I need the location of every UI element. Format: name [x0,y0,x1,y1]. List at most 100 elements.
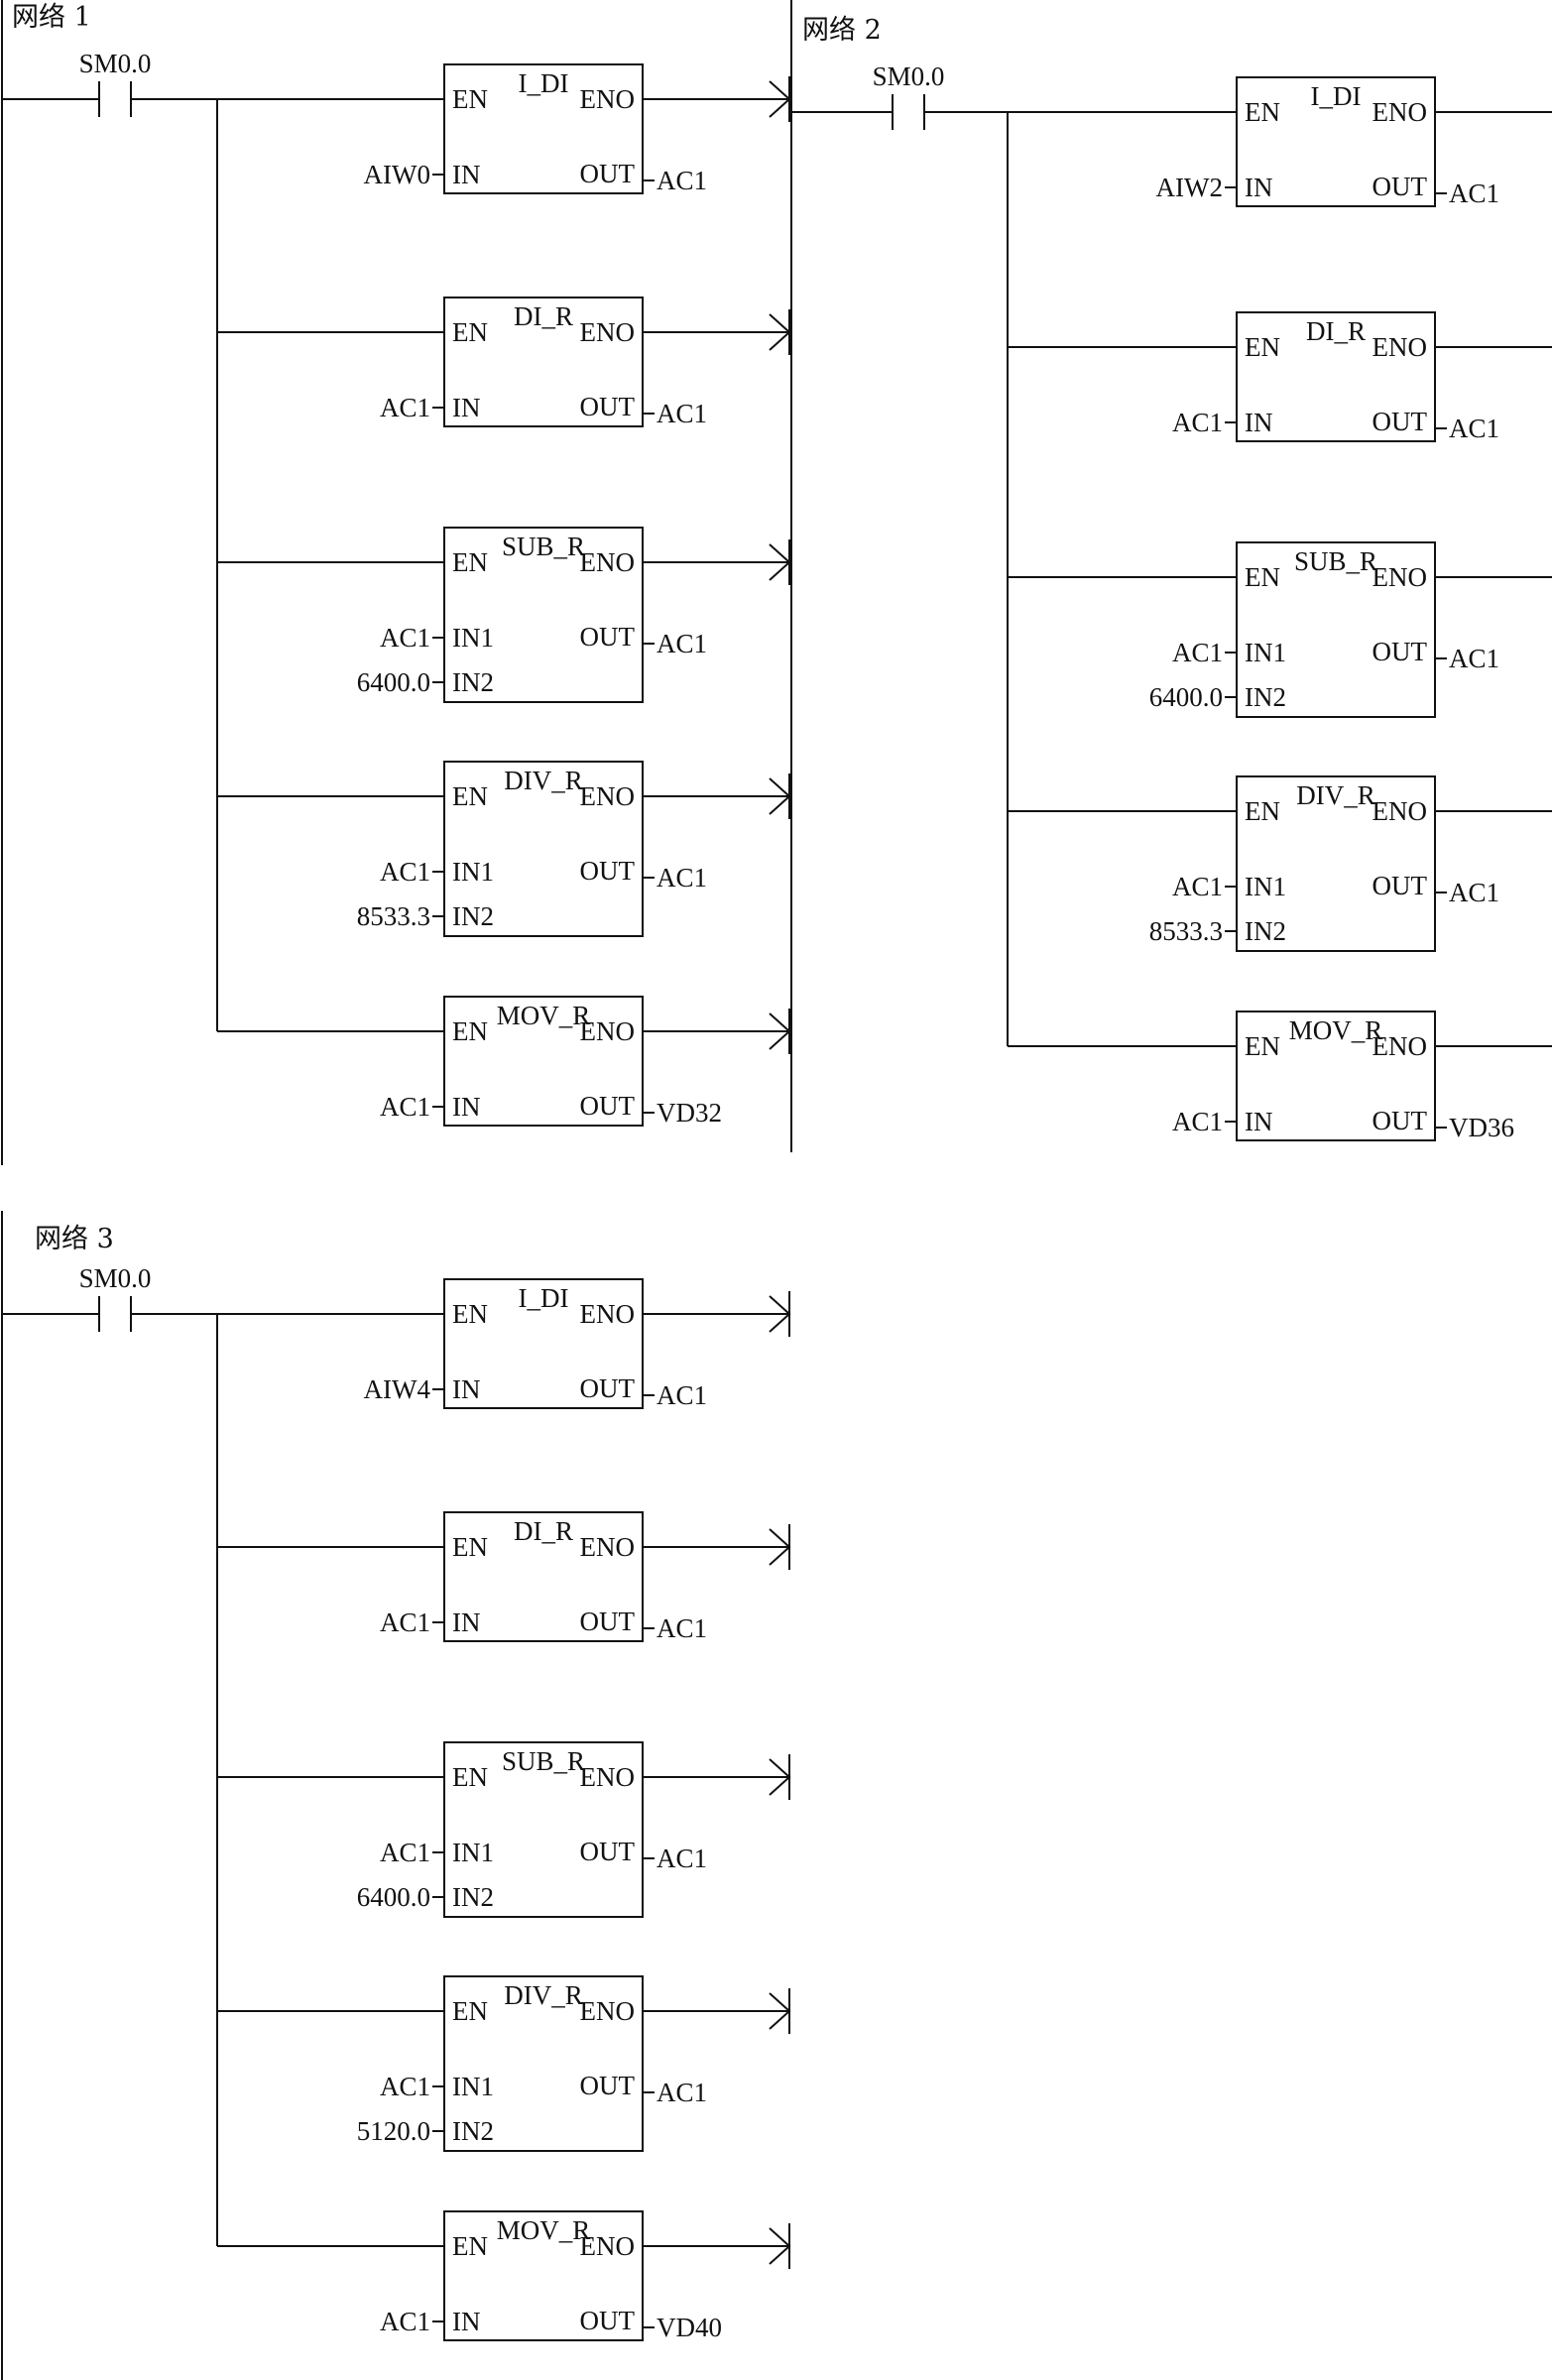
block-box [443,1511,644,1642]
pin-eno: ENO [580,84,636,114]
pin-eno: ENO [1373,1031,1428,1061]
input-operand: 5120.0 [357,2116,430,2146]
block-title: DIV_R [504,766,583,795]
contact-label: SM0.0 [873,61,945,91]
pin-en: EN [452,1996,488,2026]
block-title: DI_R [1306,316,1366,346]
block-title: MOV_R [497,2215,591,2245]
pin-en: EN [452,781,488,811]
input-operand: AC1 [380,1838,430,1867]
pin-eno: ENO [580,1016,636,1046]
output-operand: AC1 [657,1844,707,1873]
pin-in2: IN2 [452,901,494,931]
block-box [1236,541,1436,718]
pin-in: IN1 [1245,872,1286,901]
pin-out: OUT [580,2306,636,2335]
input-operand: AC1 [380,857,430,887]
block-box [443,1975,644,2152]
pin-out: OUT [580,1091,636,1121]
pin-en: EN [452,317,488,347]
block-box [1236,1011,1436,1141]
pin-in: IN [452,1607,481,1637]
network-title: 网络 3 [35,1224,114,1254]
pin-en: EN [1245,332,1280,362]
pin-eno: ENO [580,1996,636,2026]
output-operand: AC1 [657,399,707,428]
input-operand: AC1 [1172,872,1223,901]
pin-out: OUT [1373,407,1428,436]
pin-eno: ENO [580,547,636,577]
network-title: 网络 2 [802,15,882,46]
input-operand: 8533.3 [1149,916,1223,946]
pin-in: IN [1245,408,1273,437]
pin-in: IN [1245,173,1273,202]
block-box [443,2210,644,2341]
output-operand: AC1 [1449,178,1499,208]
pin-eno: ENO [1373,97,1428,127]
pin-in: IN [452,393,481,422]
pin-in: IN1 [452,2072,494,2101]
pin-in2: IN2 [1245,916,1286,946]
pin-in2: IN2 [452,667,494,697]
pin-out: OUT [580,1606,636,1636]
input-operand: 6400.0 [357,667,430,697]
output-operand: AC1 [657,1613,707,1643]
pin-in: IN [452,1092,481,1122]
output-operand: AC1 [657,166,707,195]
block-title: SUB_R [502,1746,585,1776]
block-box [443,297,644,427]
input-operand: AC1 [380,1092,430,1122]
pin-out: OUT [1373,871,1428,900]
pin-in: IN [1245,1107,1273,1136]
block-title: I_DI [519,1283,569,1313]
input-operand: 6400.0 [1149,682,1223,712]
pin-out: OUT [580,1373,636,1403]
output-operand: AC1 [1449,878,1499,907]
block-title: I_DI [1311,81,1362,111]
output-operand: AC1 [1449,414,1499,443]
network-title: 网络 1 [12,2,91,33]
pin-out: OUT [580,856,636,886]
output-operand: VD40 [657,2313,722,2342]
contact-label: SM0.0 [79,49,152,78]
block-box [443,1278,644,1409]
block-title: DIV_R [1296,780,1375,810]
pin-out: OUT [580,2071,636,2100]
output-operand: AC1 [657,863,707,892]
block-box [443,63,644,194]
pin-eno: ENO [580,1762,636,1792]
pin-en: EN [452,1762,488,1792]
input-operand: 8533.3 [357,901,430,931]
pin-en: EN [452,1299,488,1329]
input-operand: AC1 [1172,1107,1223,1136]
pin-in: IN1 [452,857,494,887]
pin-in: IN1 [452,1838,494,1867]
output-operand: AC1 [1449,644,1499,673]
pin-in2: IN2 [452,2116,494,2146]
pin-out: OUT [1373,1106,1428,1135]
pin-in: IN1 [452,623,494,653]
output-operand: AC1 [657,629,707,658]
input-operand: AC1 [380,623,430,653]
pin-in: IN1 [1245,638,1286,667]
pin-eno: ENO [1373,562,1428,592]
input-operand: AIW2 [1156,173,1223,202]
block-title: MOV_R [497,1001,591,1030]
input-operand: AC1 [380,2307,430,2336]
block-box [443,761,644,937]
pin-eno: ENO [580,1532,636,1562]
